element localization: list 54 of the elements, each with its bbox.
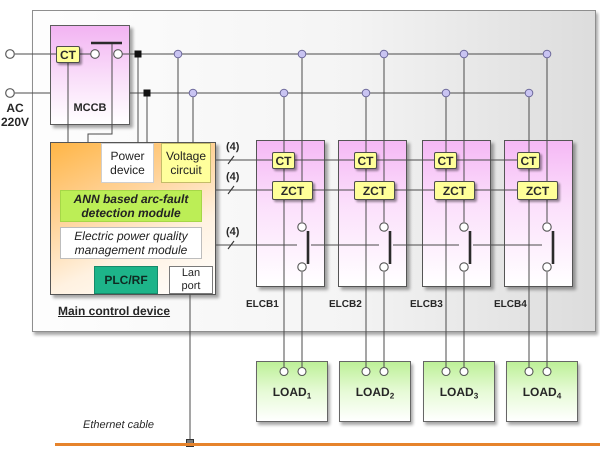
breaker-label: ELCB2 — [329, 298, 362, 312]
load-label: LOAD$_{1}$ — [272, 385, 312, 400]
wire — [88, 124, 112, 142]
breaker-label: ELCB4 — [494, 298, 527, 312]
voltage-circuit-box: Voltage circuit — [161, 143, 211, 183]
ethernet-cable — [55, 443, 600, 446]
load-label: LOAD$_{3}$ — [438, 385, 480, 400]
current-transformer: CT — [272, 152, 295, 169]
cable-label: Ethernet cable — [83, 418, 155, 432]
wire — [392, 244, 460, 246]
lan-port-box: Lan port — [169, 266, 213, 294]
zero-phase-transformer: ZCT — [434, 181, 475, 200]
wire — [14, 92, 50, 94]
load-box — [423, 361, 495, 422]
load-box — [256, 361, 328, 422]
switch-symbol — [297, 222, 311, 272]
wire-count-label: (4) — [226, 226, 240, 238]
plc-rf-box: PLC/RF — [94, 266, 158, 294]
wire-count-label: (4) — [226, 141, 240, 153]
network-wire — [186, 294, 194, 447]
wire — [528, 168, 530, 182]
wire — [310, 244, 380, 246]
terminal-circle — [5, 88, 15, 98]
load-box — [339, 361, 411, 422]
zero-phase-transformer: ZCT — [272, 181, 313, 200]
control-device-title: Main control device — [58, 304, 170, 319]
load-box — [506, 361, 578, 422]
zero-phase-transformer: ZCT — [354, 181, 395, 200]
wire — [546, 272, 548, 362]
switch-symbol — [379, 222, 393, 272]
zero-phase-transformer: ZCT — [517, 181, 558, 200]
wire — [216, 244, 298, 246]
current-transformer: CT — [354, 152, 377, 169]
current-transformer: CT — [434, 152, 457, 169]
switch-symbol — [542, 222, 556, 272]
wire — [472, 244, 542, 246]
terminal-circle — [5, 49, 15, 59]
wire — [546, 200, 548, 222]
load-label: LOAD$_{2}$ — [354, 385, 396, 400]
breaker-box — [50, 25, 130, 125]
breaker-label: MCCB — [72, 101, 108, 115]
power-device-box: Power device — [101, 143, 154, 183]
quality-module-box: Electric power quality management module — [60, 227, 202, 259]
wire — [528, 200, 530, 362]
switch-symbol — [459, 222, 473, 272]
detection-module-box: ANN based arc-fault detection module — [60, 190, 202, 222]
voltage-label: AC 220V — [0, 101, 30, 129]
breaker-label: ELCB1 — [246, 298, 279, 312]
enclosure-panel — [32, 10, 596, 332]
breaker-label: ELCB3 — [410, 298, 443, 312]
current-transformer: CT — [56, 46, 80, 63]
load-label: LOAD$_{4}$ — [522, 385, 562, 400]
wire-count-label: (4) — [226, 171, 240, 183]
current-transformer: CT — [517, 152, 540, 169]
